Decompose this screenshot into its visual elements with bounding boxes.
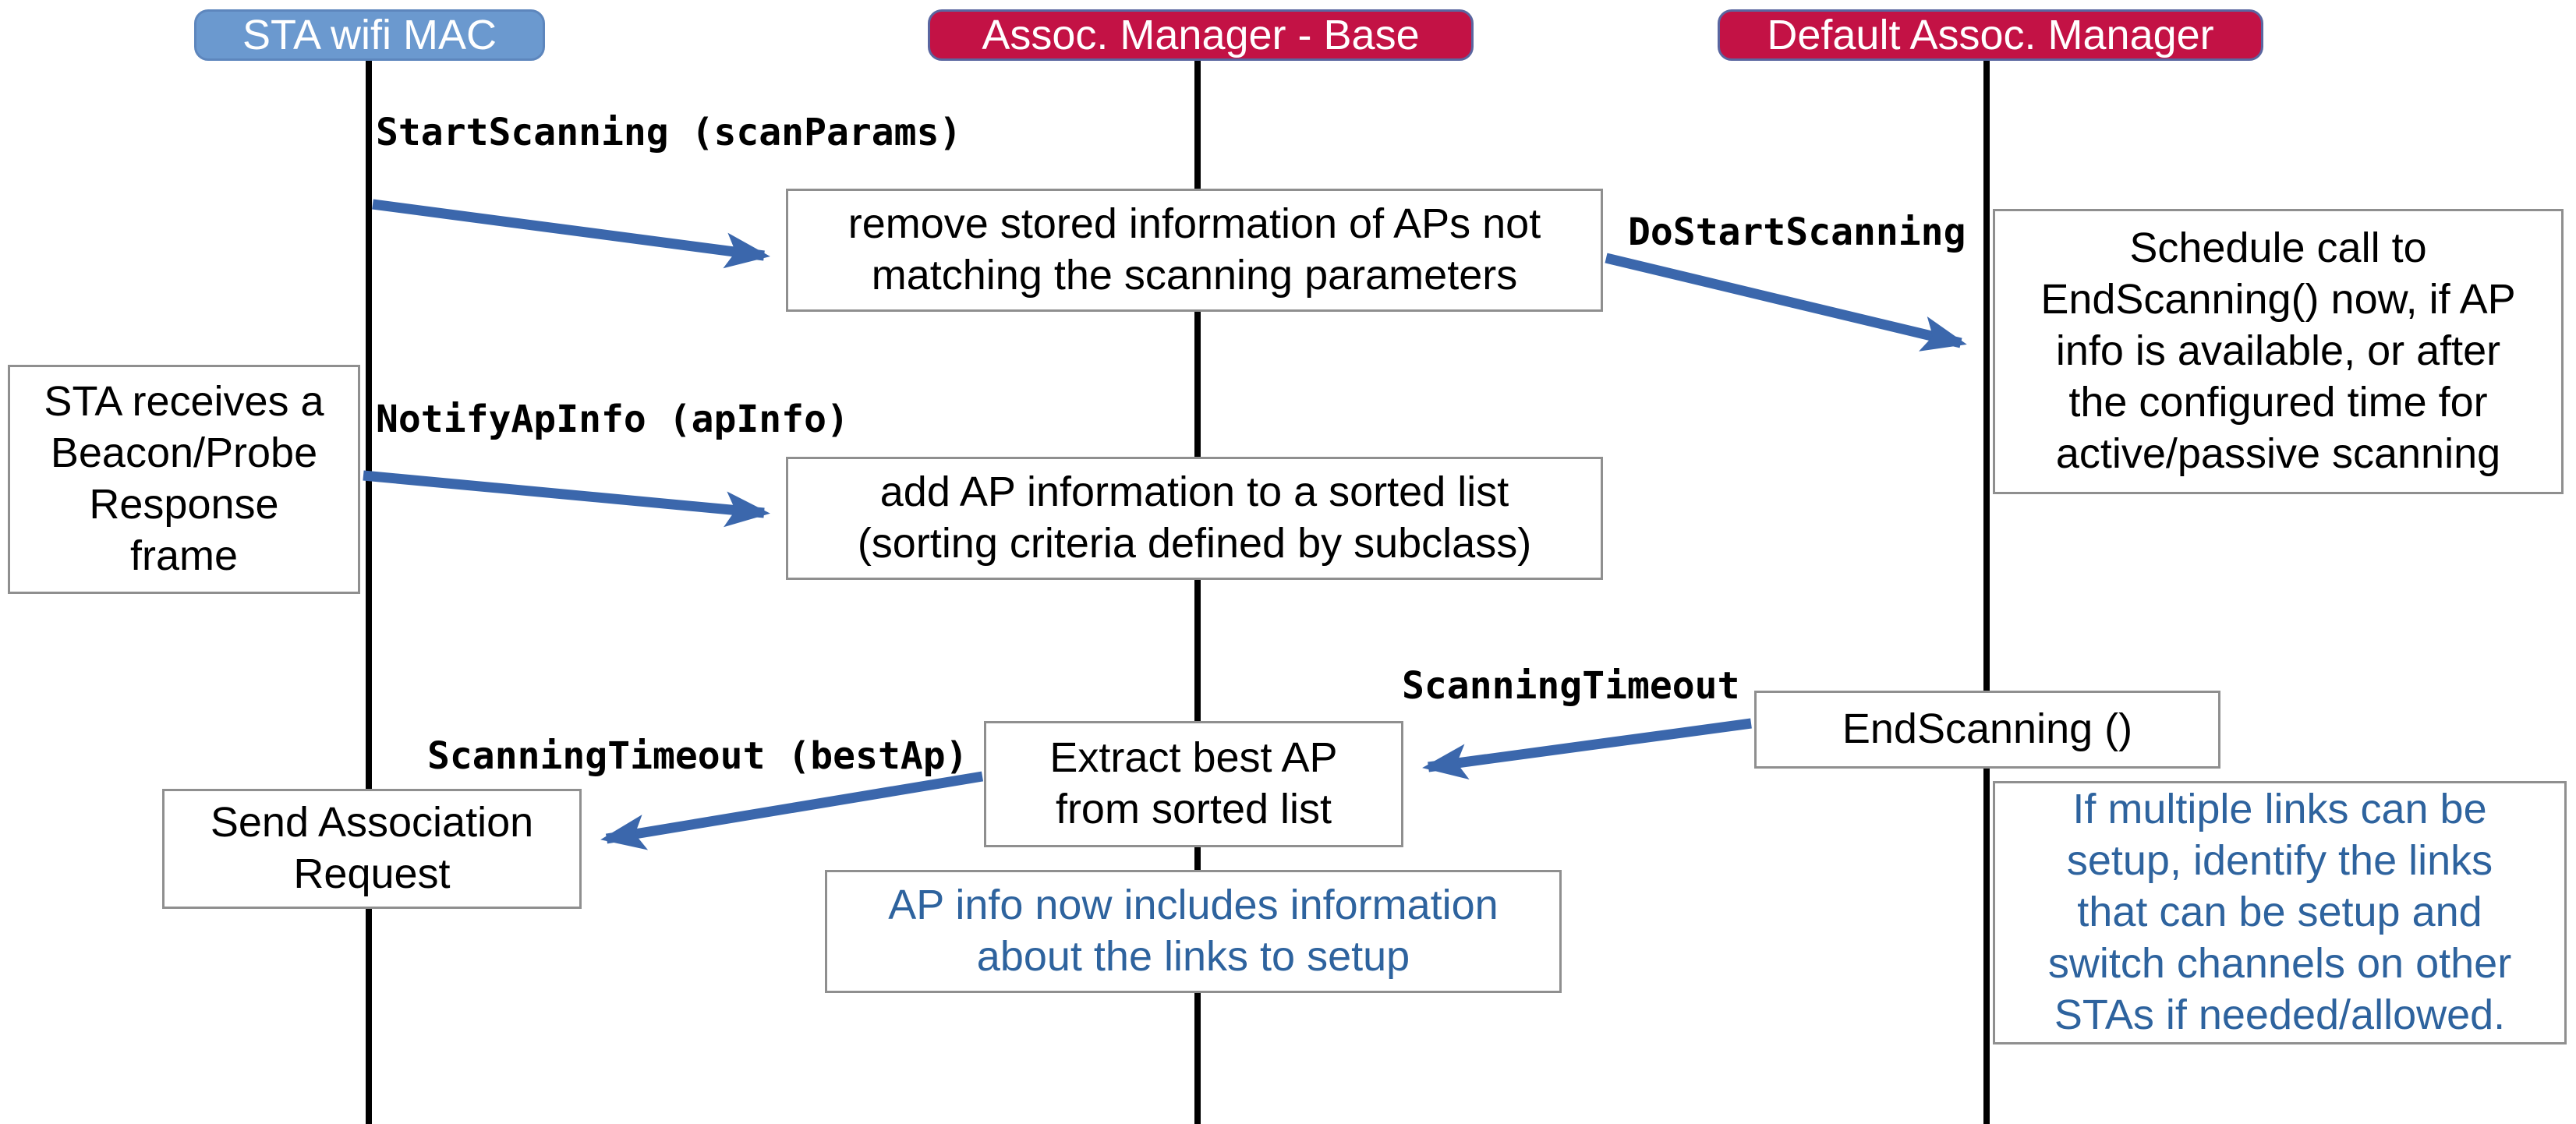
action-box-add-ap-info: add AP information to a sorted list (sor… <box>786 457 1603 580</box>
arrow-do-start-scanning <box>1605 253 1967 352</box>
message-label-do-start-scanning: DoStartScanning <box>1628 210 1966 254</box>
note-multi-link-setup: If multiple links can be setup, identify… <box>1993 781 2567 1044</box>
message-label-notify-ap-info: NotifyApInfo (apInfo) <box>376 398 849 441</box>
message-label-scanning-timeout-best-ap: ScanningTimeout (bestAp) <box>427 734 968 778</box>
arrow-scanning-timeout-best-ap <box>600 771 984 850</box>
action-box-end-scanning: EndScanning () <box>1754 691 2220 769</box>
actor-header-sta-wifi-mac: STA wifi MAC <box>194 9 545 61</box>
action-box-extract-best-ap: Extract best AP from sorted list <box>984 721 1403 847</box>
lifeline-default-assoc-manager <box>1983 59 1990 1124</box>
actor-header-assoc-manager-base: Assoc. Manager - Base <box>928 9 1474 61</box>
action-box-send-association-request: Send Association Request <box>162 789 582 909</box>
message-label-scanning-timeout: ScanningTimeout <box>1402 664 1740 708</box>
lifeline-sta-wifi-mac <box>366 59 372 1124</box>
action-box-remove-stored-info: remove stored information of APs not mat… <box>786 189 1603 312</box>
note-ap-info-links: AP info now includes information about t… <box>825 870 1562 993</box>
actor-header-default-assoc-manager: Default Assoc. Manager <box>1718 9 2263 61</box>
action-box-schedule-endscanning: Schedule call to EndScanning() now, if A… <box>1993 209 2564 494</box>
event-box-sta-receives-beacon: STA receives a Beacon/Probe Response fra… <box>8 365 360 594</box>
arrow-scanning-timeout <box>1422 718 1752 780</box>
message-label-start-scanning: StartScanning (scanParams) <box>376 111 962 154</box>
arrow-start-scanning <box>372 199 770 269</box>
lifeline-assoc-manager-base <box>1194 59 1201 1124</box>
arrow-notify-ap-info <box>363 470 770 528</box>
